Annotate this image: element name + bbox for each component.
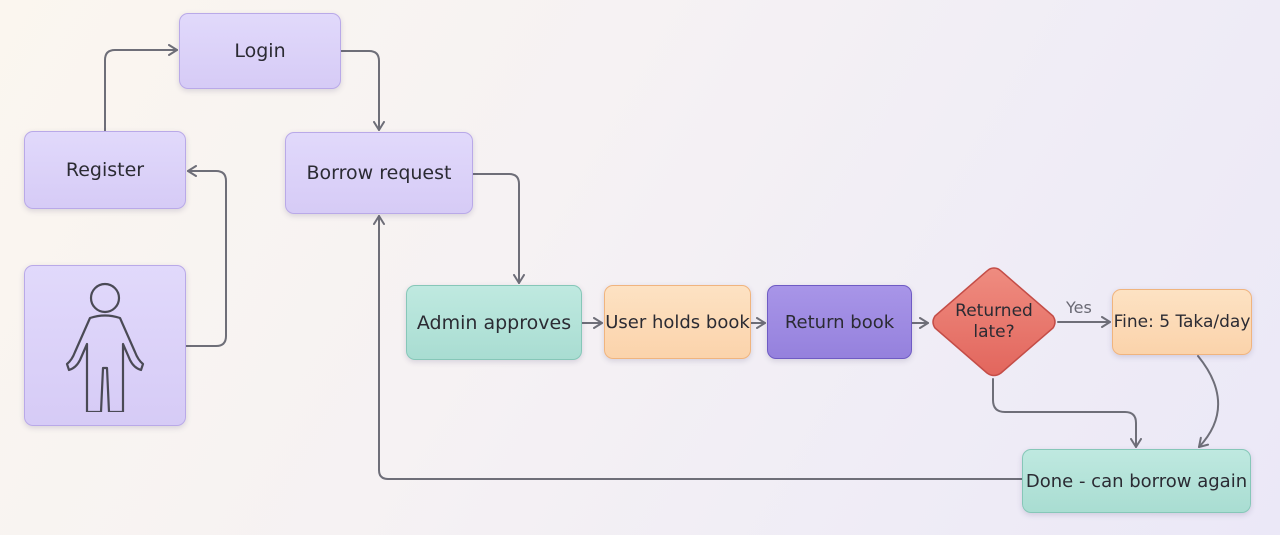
node-user-holds-book: User holds book [604,285,751,359]
person-outline-icon [65,282,145,412]
node-admin-approves-label: Admin approves [416,311,572,334]
edge-done-to-borrow [373,215,1023,480]
node-admin-approves: Admin approves [406,285,582,360]
node-done: Done - can borrow again [1022,449,1251,513]
node-fine-label: Fine: 5 Taka/day [1113,312,1251,332]
edge-label-yes: Yes [1066,298,1092,317]
edge-user-to-register [185,165,227,347]
edge-login-to-borrow [340,50,385,131]
decision-diamond-shape [932,267,1056,377]
edge-decision-to-done [992,378,1142,448]
node-login-label: Login [234,40,286,62]
node-borrow-request: Borrow request [285,132,473,214]
node-user [24,265,186,426]
edge-register-to-login [104,44,178,132]
node-register: Register [24,131,186,209]
edge-borrow-to-admin [472,173,525,284]
node-fine: Fine: 5 Taka/day [1112,289,1252,355]
node-returned-late-decision: Returned late? [930,265,1058,379]
decision-label: Returned late? [955,301,1033,342]
edge-fine-to-done [1197,355,1220,448]
node-return-book-label: Return book [784,311,895,333]
node-return-book: Return book [767,285,912,359]
node-login: Login [179,13,341,89]
node-borrow-request-label: Borrow request [306,162,452,184]
node-register-label: Register [65,159,145,181]
node-done-label: Done - can borrow again [1025,470,1248,492]
node-user-holds-book-label: User holds book [605,311,750,333]
